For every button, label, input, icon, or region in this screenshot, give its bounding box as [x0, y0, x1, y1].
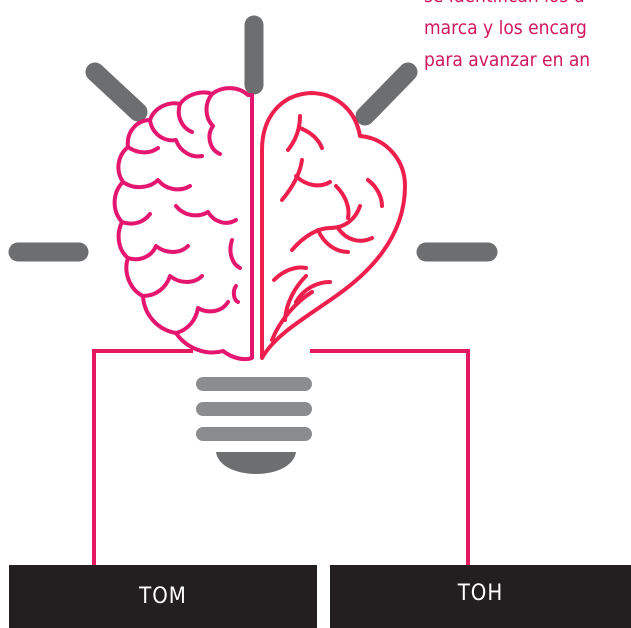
brain-fold	[176, 206, 236, 223]
bulb-thread	[196, 427, 312, 441]
caption-line: para avanzar en an	[424, 44, 631, 76]
brain-icon	[115, 88, 252, 359]
brain-fold	[123, 180, 190, 189]
brain-fold	[128, 147, 158, 152]
heart-vein	[336, 186, 349, 218]
brain-fold	[143, 276, 202, 296]
tom-label-box: TOM	[9, 565, 317, 628]
heart-vein	[338, 228, 372, 241]
tom-label: TOM	[139, 584, 187, 609]
heart-vein	[368, 180, 382, 206]
bulb-thread	[196, 377, 312, 391]
light-ray-icon	[95, 72, 138, 112]
bulb-base-icon	[196, 377, 312, 474]
connector-right	[310, 351, 468, 566]
brain-fold	[206, 94, 220, 154]
brain-fold	[179, 104, 192, 132]
brain-fold	[122, 214, 150, 224]
heart-vein	[288, 116, 300, 150]
brain-fold	[150, 120, 202, 156]
heart-vein	[300, 128, 322, 148]
bulb-thread	[196, 402, 312, 416]
brain-fold	[176, 302, 228, 333]
heart-icon	[262, 93, 405, 358]
caption-line: se identifican los d	[424, 0, 631, 12]
caption-line: marca y los encarg	[424, 12, 631, 44]
brain-fold	[234, 286, 238, 302]
heart-vein	[296, 176, 330, 185]
brain-fold	[230, 240, 240, 268]
brain-fold	[128, 246, 188, 259]
light-ray-icon	[365, 72, 408, 116]
connector-left	[94, 351, 193, 566]
heart-vein	[274, 268, 306, 281]
bulb-tip	[216, 452, 296, 474]
toh-label: TOH	[458, 581, 504, 606]
toh-label-box: TOH	[330, 565, 631, 628]
caption-text: se identifican los d marca y los encarg …	[424, 0, 631, 76]
